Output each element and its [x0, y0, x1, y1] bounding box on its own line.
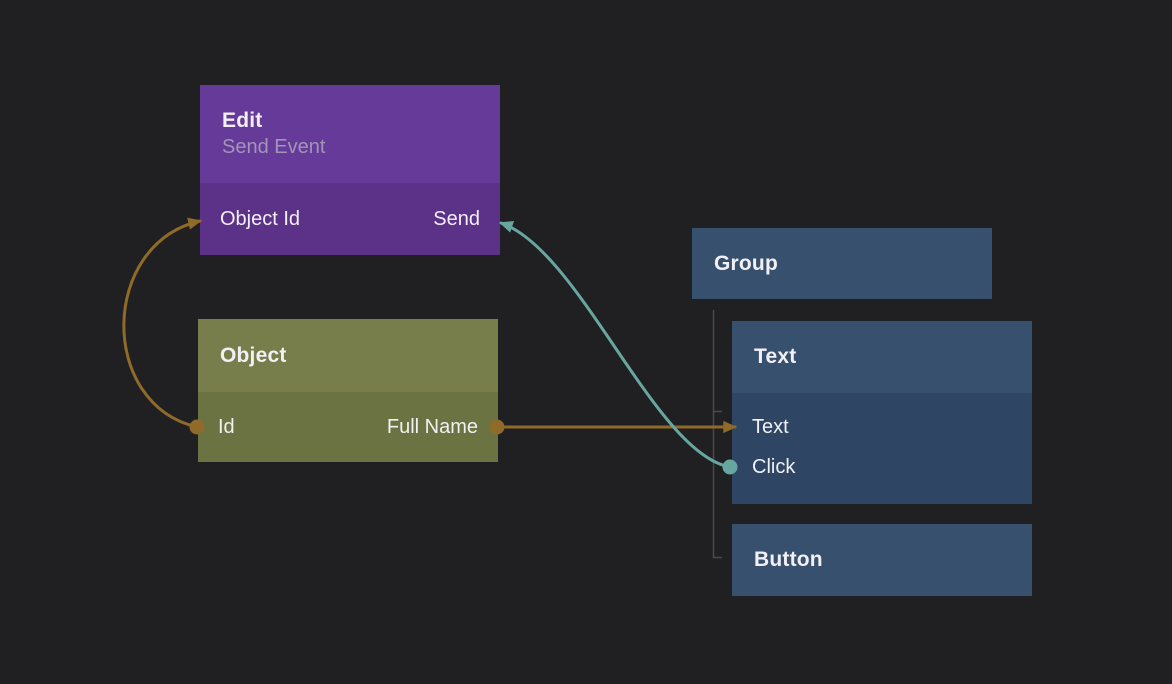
node-title: Object: [220, 343, 287, 367]
node-title: Button: [754, 548, 823, 571]
node-object-port-row: Id Full Name: [198, 392, 498, 462]
node-group[interactable]: Group: [692, 228, 992, 299]
port-label: Click: [752, 455, 796, 478]
node-edit-header[interactable]: Edit Send Event: [200, 85, 500, 183]
node-button[interactable]: Button: [732, 524, 1032, 596]
node-text-header[interactable]: Text: [732, 321, 1032, 393]
port-full-name[interactable]: Full Name: [386, 415, 478, 438]
node-edit[interactable]: Edit Send Event Object Id Send: [200, 85, 500, 255]
node-object-header[interactable]: Object: [198, 319, 498, 392]
port-click[interactable]: Click: [732, 447, 1032, 487]
port-send[interactable]: Send: [433, 207, 480, 230]
node-text-ports: Text Click: [732, 393, 1032, 504]
node-title: Text: [754, 345, 797, 368]
port-label: Text: [752, 415, 789, 438]
port-text[interactable]: Text: [732, 407, 1032, 447]
node-title: Group: [714, 251, 778, 275]
node-title: Edit: [222, 109, 263, 132]
port-object-id[interactable]: Object Id: [220, 207, 301, 230]
group-children-connector: [712, 310, 722, 559]
node-object[interactable]: Object Id Full Name: [198, 319, 498, 462]
edge-id-to-object-id[interactable]: [122, 217, 203, 429]
node-text[interactable]: Text Text Click: [732, 321, 1032, 504]
node-subtitle: Send Event: [222, 136, 326, 158]
port-id[interactable]: Id: [218, 415, 235, 438]
node-edit-port-row: Object Id Send: [200, 183, 500, 255]
